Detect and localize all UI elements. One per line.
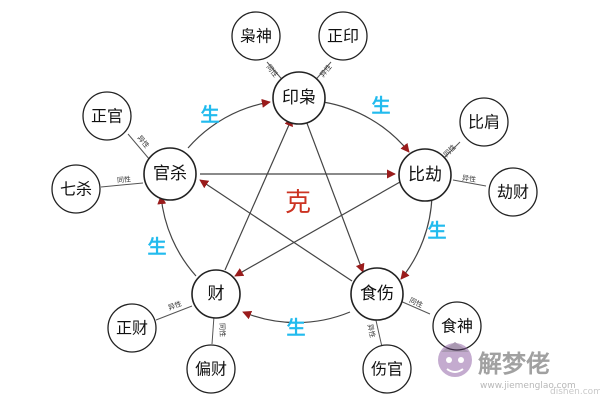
satellite-zhengguan: 正官 xyxy=(82,91,132,141)
sheng-label-top-right: 生 xyxy=(371,94,390,117)
watermark-brand: 解梦佬 xyxy=(478,350,550,378)
satellite-xiaoshen: 枭神 xyxy=(231,11,281,61)
connector-shishang-shangguan xyxy=(374,315,383,348)
satellite-zhengguan-label: 正官 xyxy=(91,107,123,126)
connector-label-zhengyin: 异性 xyxy=(318,62,334,79)
ke-cycle-lines xyxy=(199,117,401,282)
arc-guansha-to-yinxiao xyxy=(187,98,271,149)
satellite-zhengcai: 正财 xyxy=(107,303,157,353)
connector-bijie-bijian xyxy=(441,141,461,161)
node-bijie-label: 比劫 xyxy=(408,165,442,185)
satellite-shishen-label: 食神 xyxy=(441,317,473,336)
connector-shishang-shishen xyxy=(397,299,431,315)
node-guansha-label: 官杀 xyxy=(153,164,187,184)
sheng-label-top-left: 生 xyxy=(200,103,219,126)
connector-guansha-qisha xyxy=(100,182,144,188)
satellite-zhengyin: 正印 xyxy=(318,11,368,61)
node-bijie: 比劫 xyxy=(398,148,452,202)
watermark-url: www.jiemenglao.com xyxy=(480,381,576,391)
connector-guansha-zhengguan xyxy=(127,133,151,161)
connector-label-xiaoshen: 同性 xyxy=(265,62,281,79)
connector-label-jiecai: 异性 xyxy=(462,173,477,184)
arc-cai-to-guansha xyxy=(157,195,197,277)
satellite-qisha-label: 七杀 xyxy=(60,180,92,199)
satellite-jiecai-label: 劫财 xyxy=(497,183,529,202)
node-cai: 财 xyxy=(191,269,241,319)
line-shishang-to-guansha xyxy=(199,179,353,282)
watermark: 解梦佬 www.jiemenglao.com dishen.com xyxy=(438,342,600,397)
satellite-piancai-label: 偏财 xyxy=(195,360,227,379)
connector-bijie-jiecai xyxy=(452,179,487,187)
satellite-xiaoshen-label: 枭神 xyxy=(240,27,272,46)
satellite-shangguan: 伤官 xyxy=(362,344,412,394)
node-shishang-label: 食伤 xyxy=(360,284,394,304)
node-yinxiao: 印枭 xyxy=(272,71,326,125)
connector-label-zhengguan: 异性 xyxy=(135,133,151,150)
watermark-logo xyxy=(438,342,472,377)
satellite-zhengcai-label: 正财 xyxy=(116,319,148,338)
arc-bijie-to-shishang xyxy=(400,195,433,280)
satellite-bijian: 比肩 xyxy=(459,97,509,147)
satellite-qisha: 七杀 xyxy=(51,164,101,214)
satellite-shishen: 食神 xyxy=(432,301,482,351)
arc-yinxiao-to-bijie xyxy=(322,101,410,153)
connector-label-piancai: 同性 xyxy=(218,323,227,337)
node-yinxiao-label: 印枭 xyxy=(282,88,316,108)
connector-label-shangguan: 异性 xyxy=(366,323,378,339)
sheng-label-bottom: 生 xyxy=(286,316,305,339)
node-shishang: 食伤 xyxy=(350,267,404,321)
ke-label: 克 xyxy=(285,188,311,218)
connector-cai-piancai xyxy=(211,315,215,345)
line-cai-to-yinxiao xyxy=(224,117,293,271)
node-cai-label: 财 xyxy=(208,284,225,304)
satellite-jiecai: 劫财 xyxy=(488,167,538,217)
satellite-bijian-label: 比肩 xyxy=(468,113,500,132)
satellite-piancai: 偏财 xyxy=(186,344,236,394)
line-yinxiao-to-shishang xyxy=(304,117,365,273)
satellite-zhengyin-label: 正印 xyxy=(327,27,359,46)
connector-cai-zhengcai xyxy=(155,305,193,321)
sheng-label-left: 生 xyxy=(147,235,166,258)
line-bijie-to-cai xyxy=(234,181,401,277)
sheng-label-right: 生 xyxy=(427,219,446,242)
connector-label-qisha: 同性 xyxy=(117,174,132,184)
connector-label-shishen: 同性 xyxy=(408,296,424,310)
node-guansha: 官杀 xyxy=(143,147,197,201)
sheng-cycle-arcs xyxy=(157,98,433,324)
arc-shishang-to-cai xyxy=(242,310,351,324)
satellite-shangguan-label: 伤官 xyxy=(371,360,403,379)
watermark-corner: dishen.com xyxy=(550,387,600,397)
